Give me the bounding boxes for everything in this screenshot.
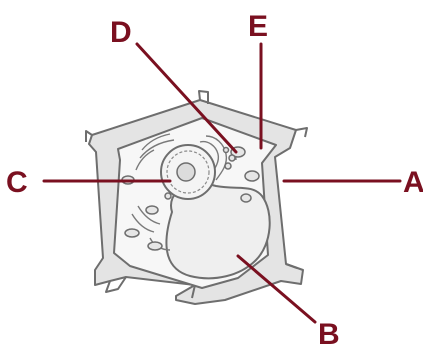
chloroplast: [245, 171, 259, 181]
label-d: D: [110, 16, 132, 49]
chloroplast: [241, 194, 251, 202]
nucleus: [161, 145, 215, 199]
chloroplast: [125, 229, 139, 237]
label-a: A: [403, 166, 423, 199]
label-e: E: [248, 10, 268, 43]
chloroplast: [148, 242, 162, 250]
nucleolus: [177, 163, 195, 181]
chloroplast: [146, 206, 158, 214]
label-c: C: [6, 166, 28, 199]
label-b: B: [318, 318, 340, 344]
